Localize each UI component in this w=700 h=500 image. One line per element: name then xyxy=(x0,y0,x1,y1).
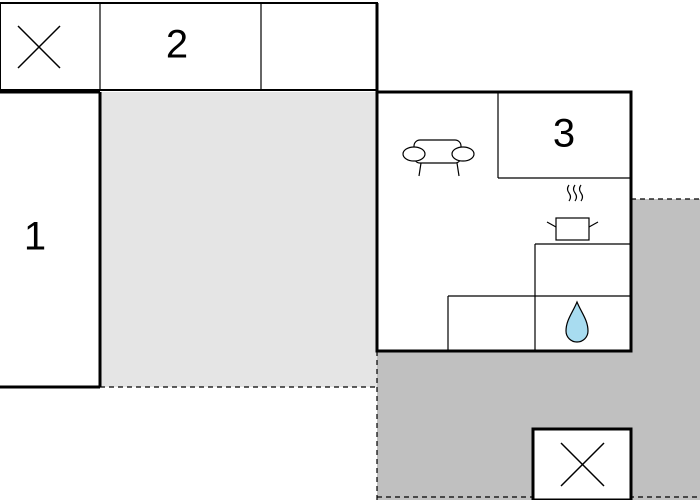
top-strip xyxy=(0,2,379,92)
cooking-pot-icon xyxy=(546,184,599,241)
room-label-1: 1 xyxy=(24,215,46,259)
dashed-boundary xyxy=(100,198,700,500)
living-room xyxy=(375,90,633,353)
room-label-3: 3 xyxy=(553,112,575,156)
water-drop-icon xyxy=(565,300,589,343)
terrace-area xyxy=(100,92,377,387)
outdoor-area xyxy=(377,199,700,500)
cross-box-icon xyxy=(17,25,61,69)
cross-box-bottom xyxy=(531,427,633,500)
kitchen-counter xyxy=(447,243,631,351)
sofa-icon xyxy=(402,139,475,177)
room-label-2: 2 xyxy=(166,23,188,67)
room-1 xyxy=(0,90,102,389)
